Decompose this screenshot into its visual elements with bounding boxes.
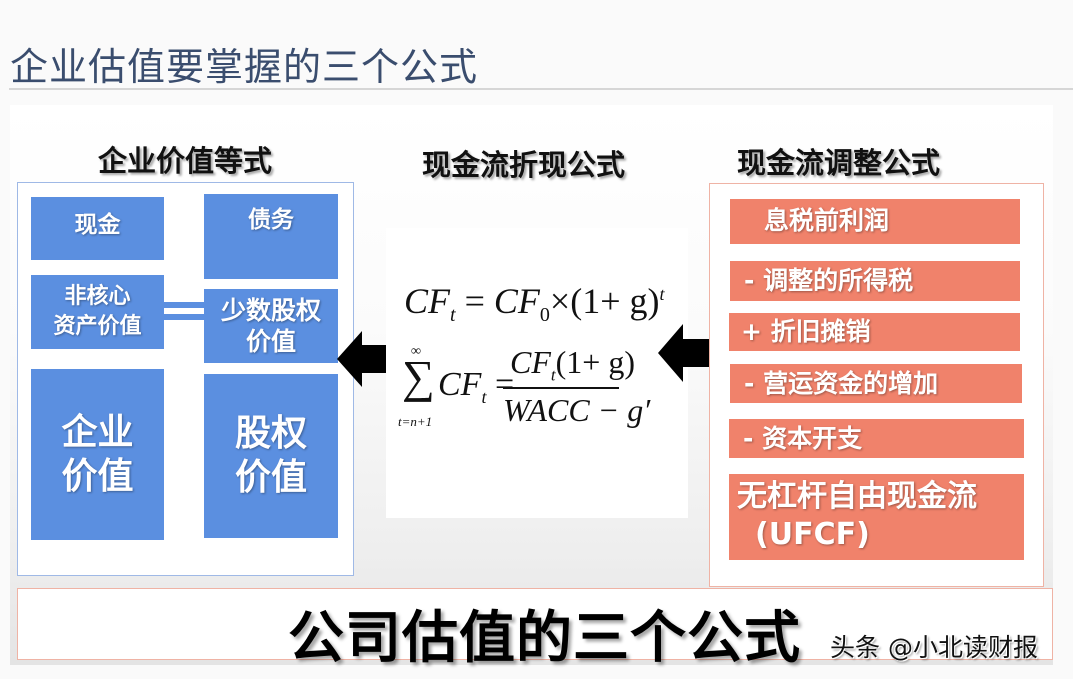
enterprise-value-box: 企业 价值 — [31, 369, 164, 540]
summation-symbol: ∑ — [402, 351, 435, 402]
non-core-label-line1: 非核心 — [64, 284, 131, 309]
ebit-item: 息税前利润 — [730, 199, 1020, 244]
enterprise-value-equation-heading: 企业价值等式 — [98, 144, 273, 178]
cash-box: 现金 — [31, 197, 164, 260]
capex-item: - 资本开支 — [729, 419, 1024, 458]
debt-box: 债务 — [204, 194, 338, 279]
page-title: 企业估值要掌握的三个公式 — [10, 45, 479, 89]
banner-title: 公司估值的三个公式 — [288, 606, 801, 671]
growth-formula: CFt = CF0×(1+ g)t — [404, 281, 665, 327]
dcf-formula-box — [386, 228, 688, 518]
non-core-assets-box: 非核心 资产价值 — [31, 275, 164, 349]
watermark: 头条 @小北读财报 — [830, 633, 1038, 662]
debt-label: 债务 — [248, 207, 294, 233]
equity-label-line2: 价值 — [234, 457, 307, 498]
enterprise-label-line1: 企业 — [61, 411, 134, 453]
ufcf-result: 无杠杆自由现金流 (UFCF) — [729, 474, 1024, 560]
summary-banner: 公司估值的三个公式 — [17, 588, 1053, 671]
minority-label-line1: 少数股权 — [220, 296, 321, 325]
non-core-label-line2: 资产价值 — [53, 314, 142, 339]
adjusted-tax-item: - 调整的所得税 — [730, 261, 1020, 301]
fraction-numerator: CFt(1+ g) — [510, 344, 635, 385]
left-arrow-icon — [337, 331, 389, 387]
sum-lower-limit: t=n+1 — [398, 414, 433, 429]
equals-sign-bottom-bar — [164, 314, 204, 320]
equals-sign-top-bar — [164, 302, 204, 308]
depreciation-amortization-item: + 折旧摊销 — [729, 313, 1020, 351]
dcf-formula-heading: 现金流折现公式 — [422, 148, 626, 182]
ufcf-label-line2: (UFCF) — [755, 517, 870, 552]
sum-term: CFt = — [438, 366, 515, 407]
fraction-bar — [503, 387, 619, 389]
title-divider — [9, 88, 1073, 90]
minority-interest-box: 少数股权 价值 — [204, 289, 338, 363]
left-arrow-icon — [658, 324, 710, 382]
fraction-denominator: WACC − g′ — [503, 392, 651, 428]
minority-label-line2: 价值 — [245, 327, 296, 356]
enterprise-label-line2: 价值 — [61, 455, 134, 497]
ufcf-label-line1: 无杠杆自由现金流 — [737, 479, 977, 514]
cash-flow-adjustment-heading: 现金流调整公式 — [737, 146, 941, 180]
cash-label: 现金 — [74, 212, 121, 238]
equity-value-box: 股权 价值 — [204, 374, 338, 538]
sum-upper-limit: ∞ — [411, 344, 421, 359]
equity-label-line1: 股权 — [234, 413, 307, 454]
working-capital-increase-item: - 营运资金的增加 — [730, 364, 1022, 403]
